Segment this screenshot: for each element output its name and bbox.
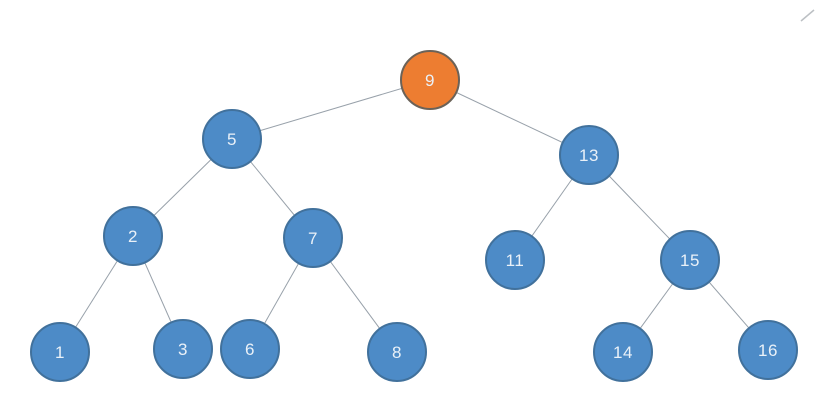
tree-node-2[interactable]: 2	[103, 206, 163, 266]
tree-node-6[interactable]: 6	[220, 319, 280, 379]
tree-node-14[interactable]: 14	[593, 322, 653, 382]
tree-node-3[interactable]: 3	[153, 319, 213, 379]
tree-node-5[interactable]: 5	[202, 109, 262, 169]
tree-node-8[interactable]: 8	[367, 322, 427, 382]
node-label: 1	[55, 342, 65, 362]
node-label: 7	[308, 228, 318, 248]
node-label: 5	[227, 129, 237, 149]
node-label: 11	[505, 250, 525, 270]
tree-node-7[interactable]: 7	[283, 208, 343, 268]
node-label: 8	[392, 342, 402, 362]
tree-node-1[interactable]: 1	[30, 322, 90, 382]
tree-node-16[interactable]: 16	[738, 320, 798, 380]
tree-edge-9-5	[231, 79, 431, 140]
tree-node-13[interactable]: 13	[559, 125, 619, 185]
tree-node-11[interactable]: 11	[485, 230, 545, 290]
node-label: 9	[425, 70, 435, 90]
node-label: 15	[680, 250, 700, 270]
corner-mark	[800, 9, 815, 22]
node-label: 6	[245, 339, 255, 359]
node-label: 3	[178, 339, 188, 359]
tree-node-15[interactable]: 15	[660, 230, 720, 290]
node-label: 2	[128, 226, 138, 246]
node-label: 16	[758, 340, 778, 360]
tree-node-9[interactable]: 9	[400, 50, 460, 110]
node-label: 13	[579, 145, 599, 165]
node-label: 14	[613, 342, 633, 362]
